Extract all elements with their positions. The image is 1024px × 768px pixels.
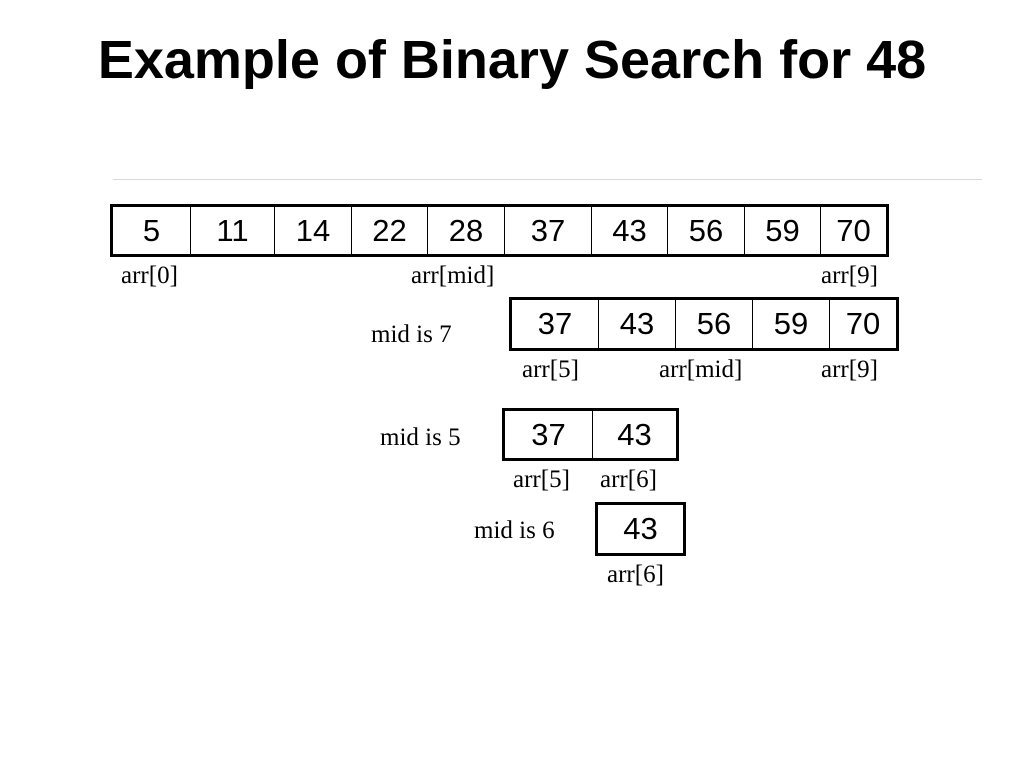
array-cell: 43 (617, 416, 652, 452)
array-cell: 70 (845, 306, 881, 341)
array-cell: 28 (428, 207, 505, 254)
index-label-left: arr[5] (513, 466, 570, 493)
index-label-mid: arr[mid] (411, 262, 495, 289)
array-cell: 59 (745, 207, 821, 254)
array-cell: 5 (113, 207, 191, 254)
array-subrange: 43 (595, 502, 686, 556)
step-note: mid is 5 (380, 424, 461, 451)
array-subrange: 37 43 56 59 70 (509, 297, 899, 351)
array-cell: 70 (836, 212, 871, 248)
array-cell: 22 (352, 207, 428, 254)
array-cell: 59 (753, 300, 830, 348)
array-cell: 56 (668, 207, 745, 254)
index-label-right: arr[9] (821, 262, 878, 289)
array-cell: 11 (191, 207, 275, 254)
array-cell: 43 (592, 207, 668, 254)
array-full: 5 11 14 22 28 37 43 56 59 70 (110, 204, 889, 257)
step-note: mid is 6 (474, 517, 555, 544)
index-label-right: arr[6] (600, 466, 657, 493)
array-cell: 37 (505, 207, 592, 254)
array-cell: 43 (599, 300, 676, 348)
title-divider (113, 179, 982, 180)
array-cell: 37 (512, 300, 599, 348)
index-label-left: arr[0] (121, 262, 178, 289)
slide-title: Example of Binary Search for 48 (97, 30, 927, 90)
array-cell: 37 (505, 411, 593, 458)
step-note: mid is 7 (371, 321, 452, 348)
array-cell: 56 (676, 300, 753, 348)
index-label: arr[6] (607, 561, 664, 588)
array-subrange: 37 43 (502, 408, 679, 461)
index-label-mid: arr[mid] (659, 356, 743, 383)
index-label-left: arr[5] (522, 356, 579, 383)
index-label-right: arr[9] (821, 356, 878, 383)
array-cell: 43 (623, 511, 658, 546)
array-cell: 14 (275, 207, 352, 254)
